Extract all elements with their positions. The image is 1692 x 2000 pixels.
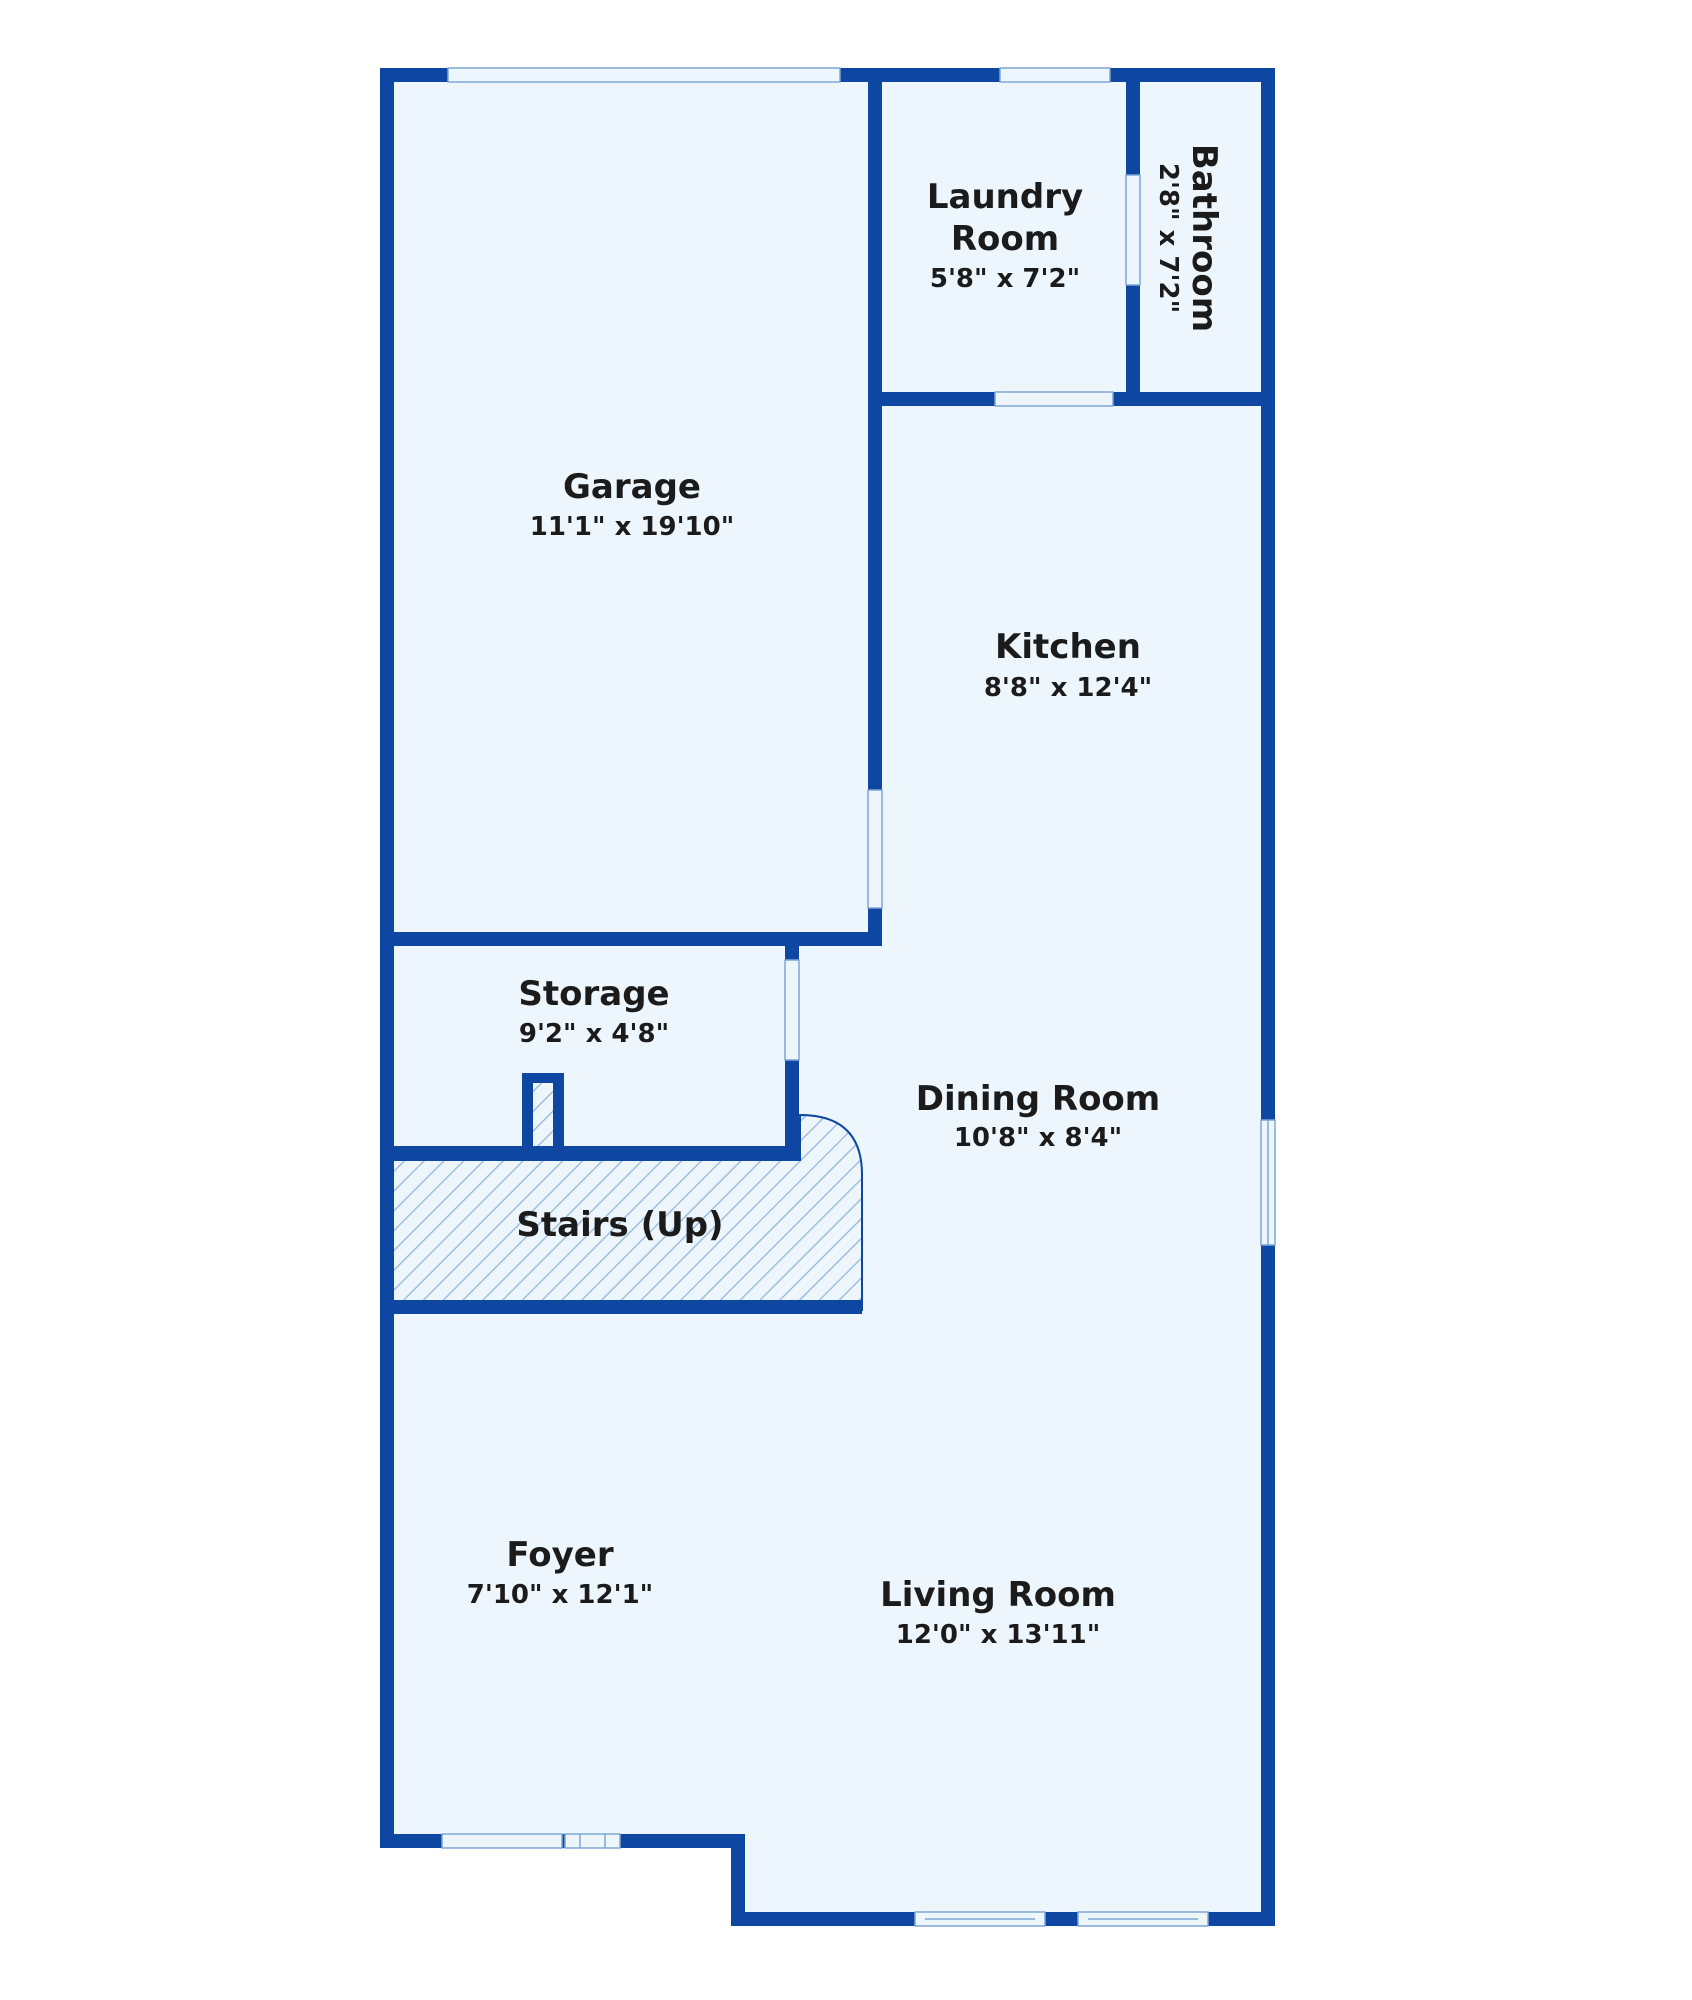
window-garage bbox=[447, 67, 841, 83]
window-foyer bbox=[441, 1833, 563, 1849]
wall-closet-east bbox=[553, 1073, 564, 1160]
closet-hatch bbox=[533, 1083, 553, 1146]
laundry-dims: 5'8" x 7'2" bbox=[930, 264, 1080, 294]
door-garage-kitchen bbox=[867, 789, 883, 909]
dining-dims: 10'8" x 8'4" bbox=[954, 1123, 1122, 1153]
stairs-area bbox=[389, 1113, 863, 1311]
wall-left bbox=[380, 68, 394, 1848]
door-foyer bbox=[564, 1833, 621, 1849]
wall-stairs-south bbox=[380, 1300, 862, 1314]
bathroom-label: Bathroom bbox=[1184, 144, 1224, 332]
kitchen-name: Kitchen bbox=[995, 627, 1141, 667]
storage-dims: 9'2" x 4'8" bbox=[519, 1019, 669, 1049]
living-name: Living Room bbox=[880, 1575, 1116, 1615]
wall-garage-south bbox=[380, 932, 882, 946]
foyer-name: Foyer bbox=[506, 1535, 613, 1575]
floor-area bbox=[390, 73, 1265, 1920]
storage-name: Storage bbox=[518, 974, 669, 1014]
garage-name: Garage bbox=[563, 467, 701, 507]
door-laundry-bath bbox=[1125, 174, 1141, 286]
window-laundry bbox=[999, 67, 1111, 83]
openings bbox=[441, 67, 1276, 1927]
dining-name: Dining Room bbox=[916, 1079, 1160, 1119]
bathroom-dims-label: 2'8" x 7'2" bbox=[1153, 163, 1183, 313]
bathroom-name: Bathroom bbox=[1184, 144, 1224, 332]
wall-right bbox=[1261, 68, 1275, 1926]
wall-stairs-north bbox=[380, 1146, 799, 1160]
wall-closet-west bbox=[522, 1073, 533, 1160]
wall-step bbox=[731, 1834, 745, 1926]
laundry-name-line2: Room bbox=[951, 219, 1059, 259]
wall-closet-top bbox=[522, 1073, 564, 1083]
stairs-name: Stairs (Up) bbox=[516, 1205, 723, 1245]
wall-garage-east bbox=[868, 68, 882, 946]
door-storage bbox=[784, 959, 800, 1061]
room-labels: Garage 11'1" x 19'10" Laundry Room 5'8" … bbox=[467, 144, 1224, 1650]
door-laundry-kitchen bbox=[994, 391, 1114, 407]
bathroom-dims: 2'8" x 7'2" bbox=[1153, 163, 1183, 313]
foyer-dims: 7'10" x 12'1" bbox=[467, 1580, 653, 1610]
garage-dims: 11'1" x 19'10" bbox=[530, 512, 735, 542]
kitchen-dims: 8'8" x 12'4" bbox=[984, 673, 1152, 703]
laundry-name-line1: Laundry bbox=[927, 177, 1083, 217]
living-dims: 12'0" x 13'11" bbox=[896, 1620, 1101, 1650]
